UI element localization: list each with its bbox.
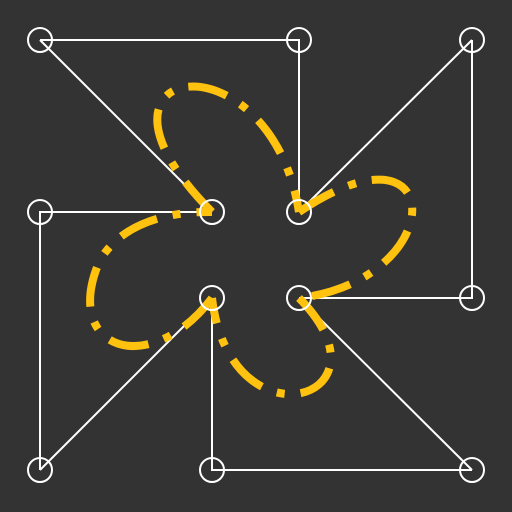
circle-icon[interactable] xyxy=(199,457,225,483)
circle-icon[interactable] xyxy=(199,199,225,225)
control-handle-left xyxy=(39,297,213,471)
bezier-curve-top xyxy=(153,82,303,215)
control-polygon-bottom xyxy=(211,298,472,471)
circle-icon[interactable] xyxy=(459,285,485,311)
circle-icon[interactable] xyxy=(286,285,312,311)
control-polygon-top xyxy=(40,39,300,212)
bezier-curve-right xyxy=(296,175,417,302)
circle-icon[interactable] xyxy=(286,199,312,225)
control-handle-right xyxy=(298,39,473,213)
circle-icon[interactable] xyxy=(286,27,312,53)
control-handle-bottom xyxy=(298,297,473,471)
circle-icon[interactable] xyxy=(199,285,225,311)
circle-icon[interactable] xyxy=(27,457,53,483)
circle-icon[interactable] xyxy=(27,27,53,53)
circle-icon[interactable] xyxy=(459,457,485,483)
circle-icon[interactable] xyxy=(459,27,485,53)
control-polygon-right xyxy=(299,40,473,299)
bezier-curve-left xyxy=(86,207,216,350)
control-points xyxy=(27,27,485,483)
control-polygon-left xyxy=(39,211,212,470)
circle-icon[interactable] xyxy=(27,199,53,225)
control-handle-top xyxy=(39,39,213,213)
